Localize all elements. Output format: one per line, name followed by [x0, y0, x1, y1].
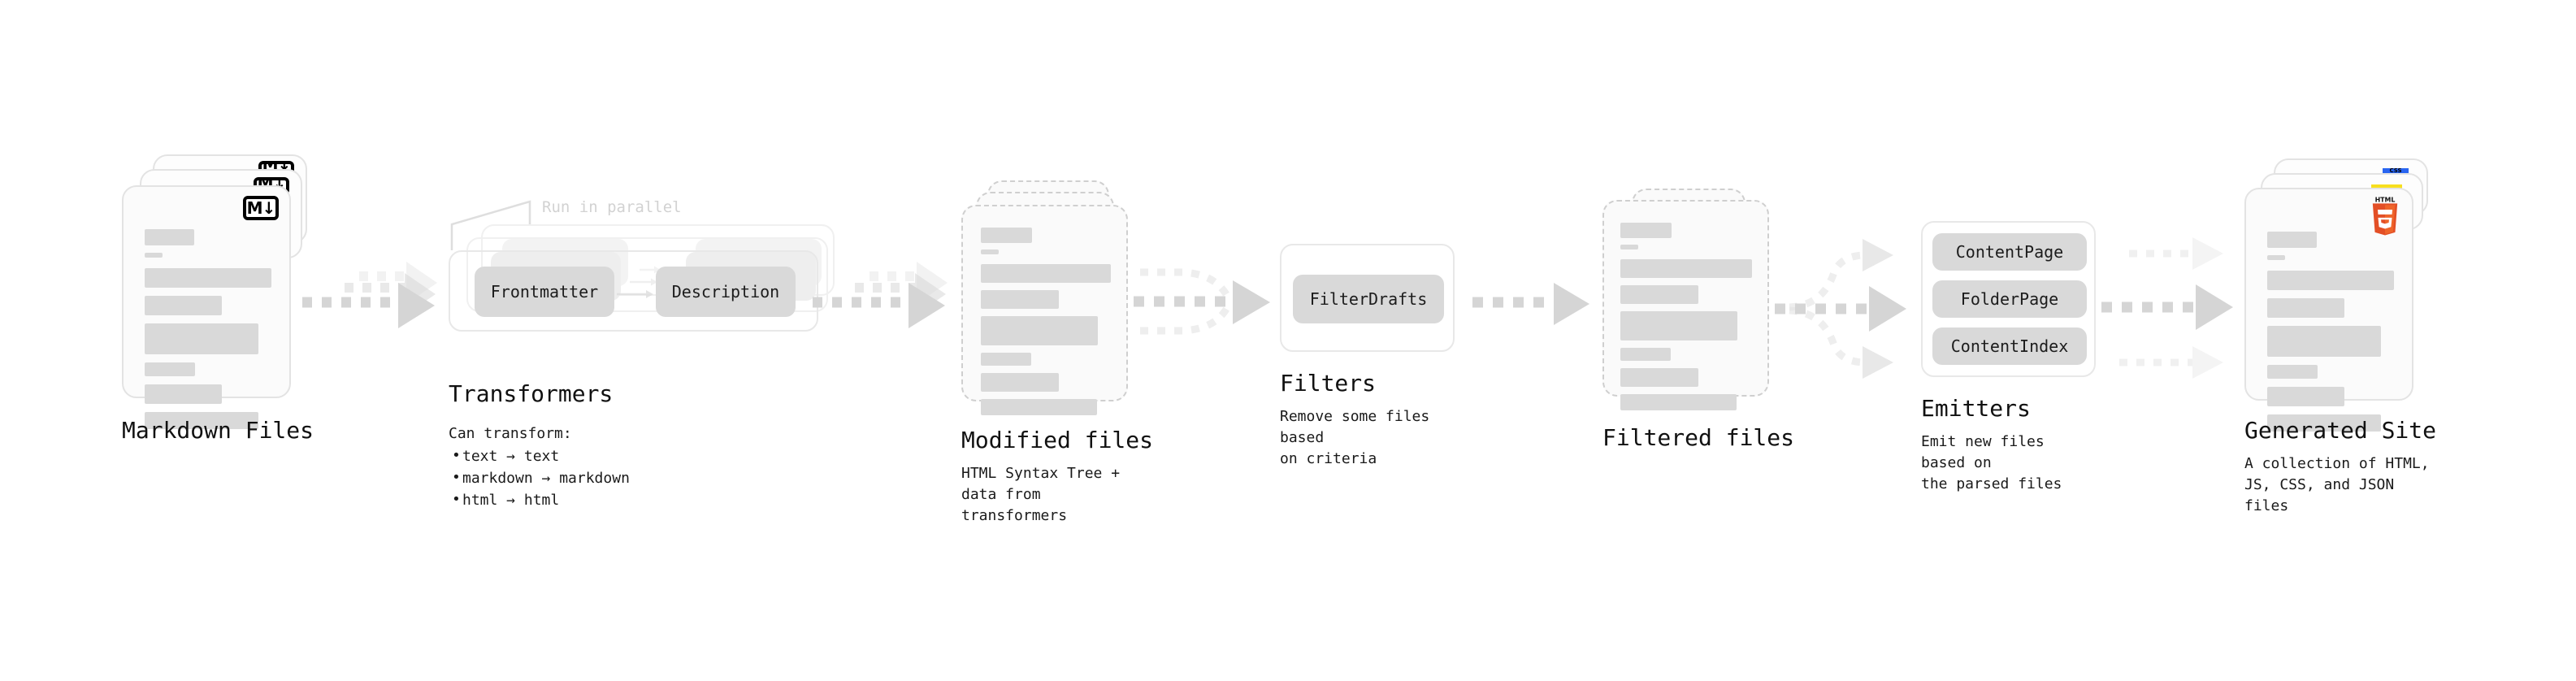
placeholder-bar — [981, 290, 1059, 309]
transformer-pill-description[interactable]: Description — [656, 267, 796, 317]
arrow-filters-to-filtered — [1472, 283, 1589, 325]
caption-lead: Can transform: — [449, 425, 572, 442]
placeholder-bar — [2267, 271, 2394, 290]
modified-card-stack — [961, 180, 1148, 416]
stage-caption: Emit new files based on the parsed files — [1921, 433, 2062, 493]
stage-markdown-files: M↓ M↓ M↓ — [122, 154, 317, 444]
placeholder-bar — [145, 268, 271, 288]
placeholder-bar — [1620, 223, 1672, 238]
stage-title: Markdown Files — [122, 417, 314, 444]
emitter-pill-label: ContentPage — [1955, 242, 2064, 262]
caption-bullet: text → text — [449, 445, 630, 467]
caption-bullet: markdown → markdown — [449, 466, 630, 489]
arrow-modified-to-filters — [1134, 268, 1270, 335]
run-in-parallel-label: Run in parallel — [542, 198, 682, 216]
placeholder-bar — [2267, 387, 2344, 406]
card-content-placeholder — [981, 228, 1111, 415]
placeholder-bar — [2267, 326, 2381, 357]
stage-generated-site: CSS HTML — [2244, 158, 2439, 514]
stage-title: Filters — [1280, 370, 1377, 397]
transformer-pill-frontmatter[interactable]: Frontmatter — [475, 267, 614, 317]
card-content-placeholder — [2267, 232, 2394, 432]
arrow-emitters-to-generated — [2101, 237, 2233, 379]
transformer-group-front: Frontmatter Description — [449, 250, 818, 332]
transformer-pill-label: Description — [671, 282, 780, 301]
markdown-card-stack: M↓ M↓ M↓ — [122, 154, 317, 429]
stage-emitters: ContentPage FolderPage ContentIndex Emit… — [1921, 221, 2096, 492]
placeholder-bar — [145, 323, 258, 354]
markdown-card-front: M↓ — [122, 185, 291, 429]
placeholder-bar — [1620, 285, 1698, 304]
placeholder-bar — [145, 362, 195, 376]
placeholder-bar — [2267, 414, 2381, 432]
card-content-placeholder — [145, 229, 271, 429]
transformers-caption-list: Can transform: text → text markdown → ma… — [449, 423, 630, 511]
placeholder-bar — [145, 412, 258, 429]
emitters-group: ContentPage FolderPage ContentIndex — [1921, 221, 2096, 377]
emitter-pill-contentpage[interactable]: ContentPage — [1932, 233, 2087, 271]
placeholder-bar — [981, 316, 1098, 345]
placeholder-bar — [2267, 298, 2344, 318]
filters-group: FilterDrafts — [1280, 244, 1455, 352]
placeholder-bar — [2267, 232, 2317, 248]
placeholder-bar — [2267, 255, 2285, 260]
stage-filters: FilterDrafts Filters Remove some files b… — [1280, 244, 1455, 467]
placeholder-bar — [2267, 365, 2318, 379]
markdown-icon: M↓ — [243, 196, 279, 220]
transformer-internal-arrows — [617, 266, 661, 298]
filter-pill-filterdrafts[interactable]: FilterDrafts — [1293, 275, 1444, 323]
stage-caption: HTML Syntax Tree + data from transformer… — [961, 465, 1121, 525]
stage-title: Emitters — [1921, 395, 2031, 422]
transformer-pill-label: Frontmatter — [490, 282, 599, 301]
stage-title: Generated Site — [2244, 417, 2437, 444]
filter-pill-label: FilterDrafts — [1309, 289, 1428, 309]
filtered-card-front — [1602, 200, 1769, 410]
card-content-placeholder — [1620, 223, 1752, 410]
generated-card-stack: CSS HTML — [2244, 158, 2439, 432]
placeholder-bar — [1620, 259, 1752, 278]
placeholder-bar — [1620, 368, 1698, 387]
emitter-pill-label: FolderPage — [1960, 289, 2059, 309]
placeholder-bar — [1620, 245, 1638, 249]
css-icon: CSS — [2383, 168, 2409, 177]
html5-icon: HTML — [2372, 196, 2398, 236]
placeholder-bar — [145, 229, 194, 245]
stage-filtered-files: Filtered files — [1602, 189, 1794, 451]
placeholder-bar — [981, 373, 1059, 392]
generated-card-front: HTML — [2244, 188, 2413, 432]
emitter-pill-folderpage[interactable]: FolderPage — [1932, 280, 2087, 318]
filtered-card-stack — [1602, 189, 1785, 420]
run-in-parallel-bracket — [450, 200, 531, 250]
placeholder-bar — [981, 264, 1111, 283]
stage-title: Modified files — [961, 427, 1154, 453]
arrow-transformers-to-modified — [813, 262, 948, 328]
stage-caption: A collection of HTML, JS, CSS, and JSON … — [2244, 455, 2430, 515]
stage-modified-files: Modified files HTML Syntax Tree + data f… — [961, 180, 1153, 524]
placeholder-bar — [981, 399, 1097, 415]
svg-text:HTML: HTML — [2375, 196, 2396, 203]
placeholder-bar — [981, 228, 1032, 243]
modified-card-front — [961, 205, 1128, 415]
placeholder-bar — [145, 384, 222, 404]
emitter-pill-label: ContentIndex — [1950, 336, 2069, 356]
placeholder-bar — [145, 296, 222, 315]
arrow-markdown-to-transformers — [302, 262, 437, 328]
placeholder-bar — [145, 253, 163, 258]
placeholder-bar — [1620, 311, 1737, 340]
stage-title: Transformers — [449, 380, 614, 407]
arrow-filtered-to-emitters — [1775, 239, 1906, 379]
placeholder-bar — [981, 249, 999, 254]
emitter-pill-contentindex[interactable]: ContentIndex — [1932, 327, 2087, 365]
stage-title: Filtered files — [1602, 424, 1795, 451]
caption-bullet: html → html — [449, 488, 630, 511]
placeholder-bar — [1620, 348, 1671, 361]
placeholder-bar — [1620, 394, 1737, 410]
placeholder-bar — [981, 353, 1031, 366]
stage-caption: Remove some files based on criteria — [1280, 408, 1430, 468]
